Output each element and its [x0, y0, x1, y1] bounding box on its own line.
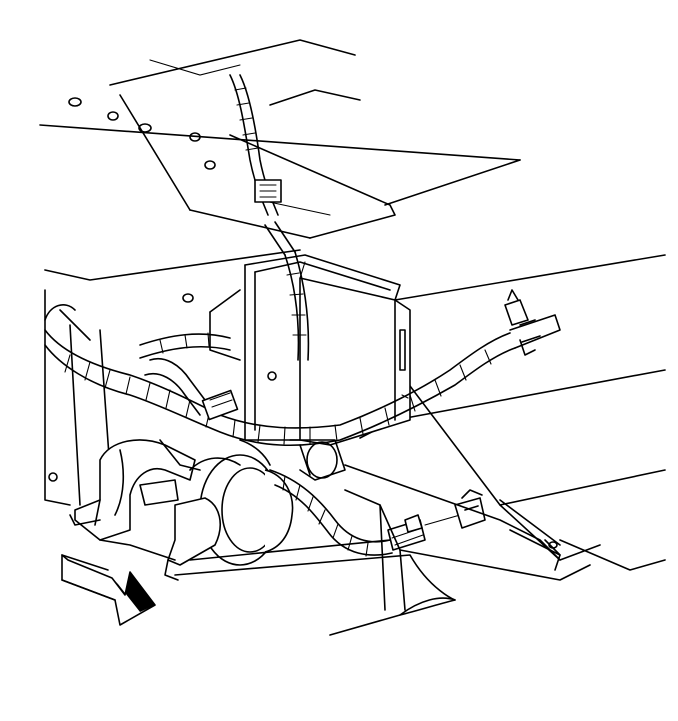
horn-right: [164, 454, 294, 581]
wiring-harness-left: [44, 304, 239, 421]
bumper-bar: [69, 514, 456, 636]
wiring-harness: [44, 289, 561, 447]
harness-connector: [387, 514, 461, 551]
horn-mount: [239, 439, 346, 481]
wiring-harness-upper: [229, 74, 310, 361]
horn-left: [74, 439, 201, 541]
frame-rail: [344, 464, 601, 611]
harness-retainer-clip: [454, 489, 486, 529]
direction-arrow: [61, 554, 156, 626]
mounting-holes: [48, 97, 558, 549]
body-structure: [39, 39, 666, 571]
